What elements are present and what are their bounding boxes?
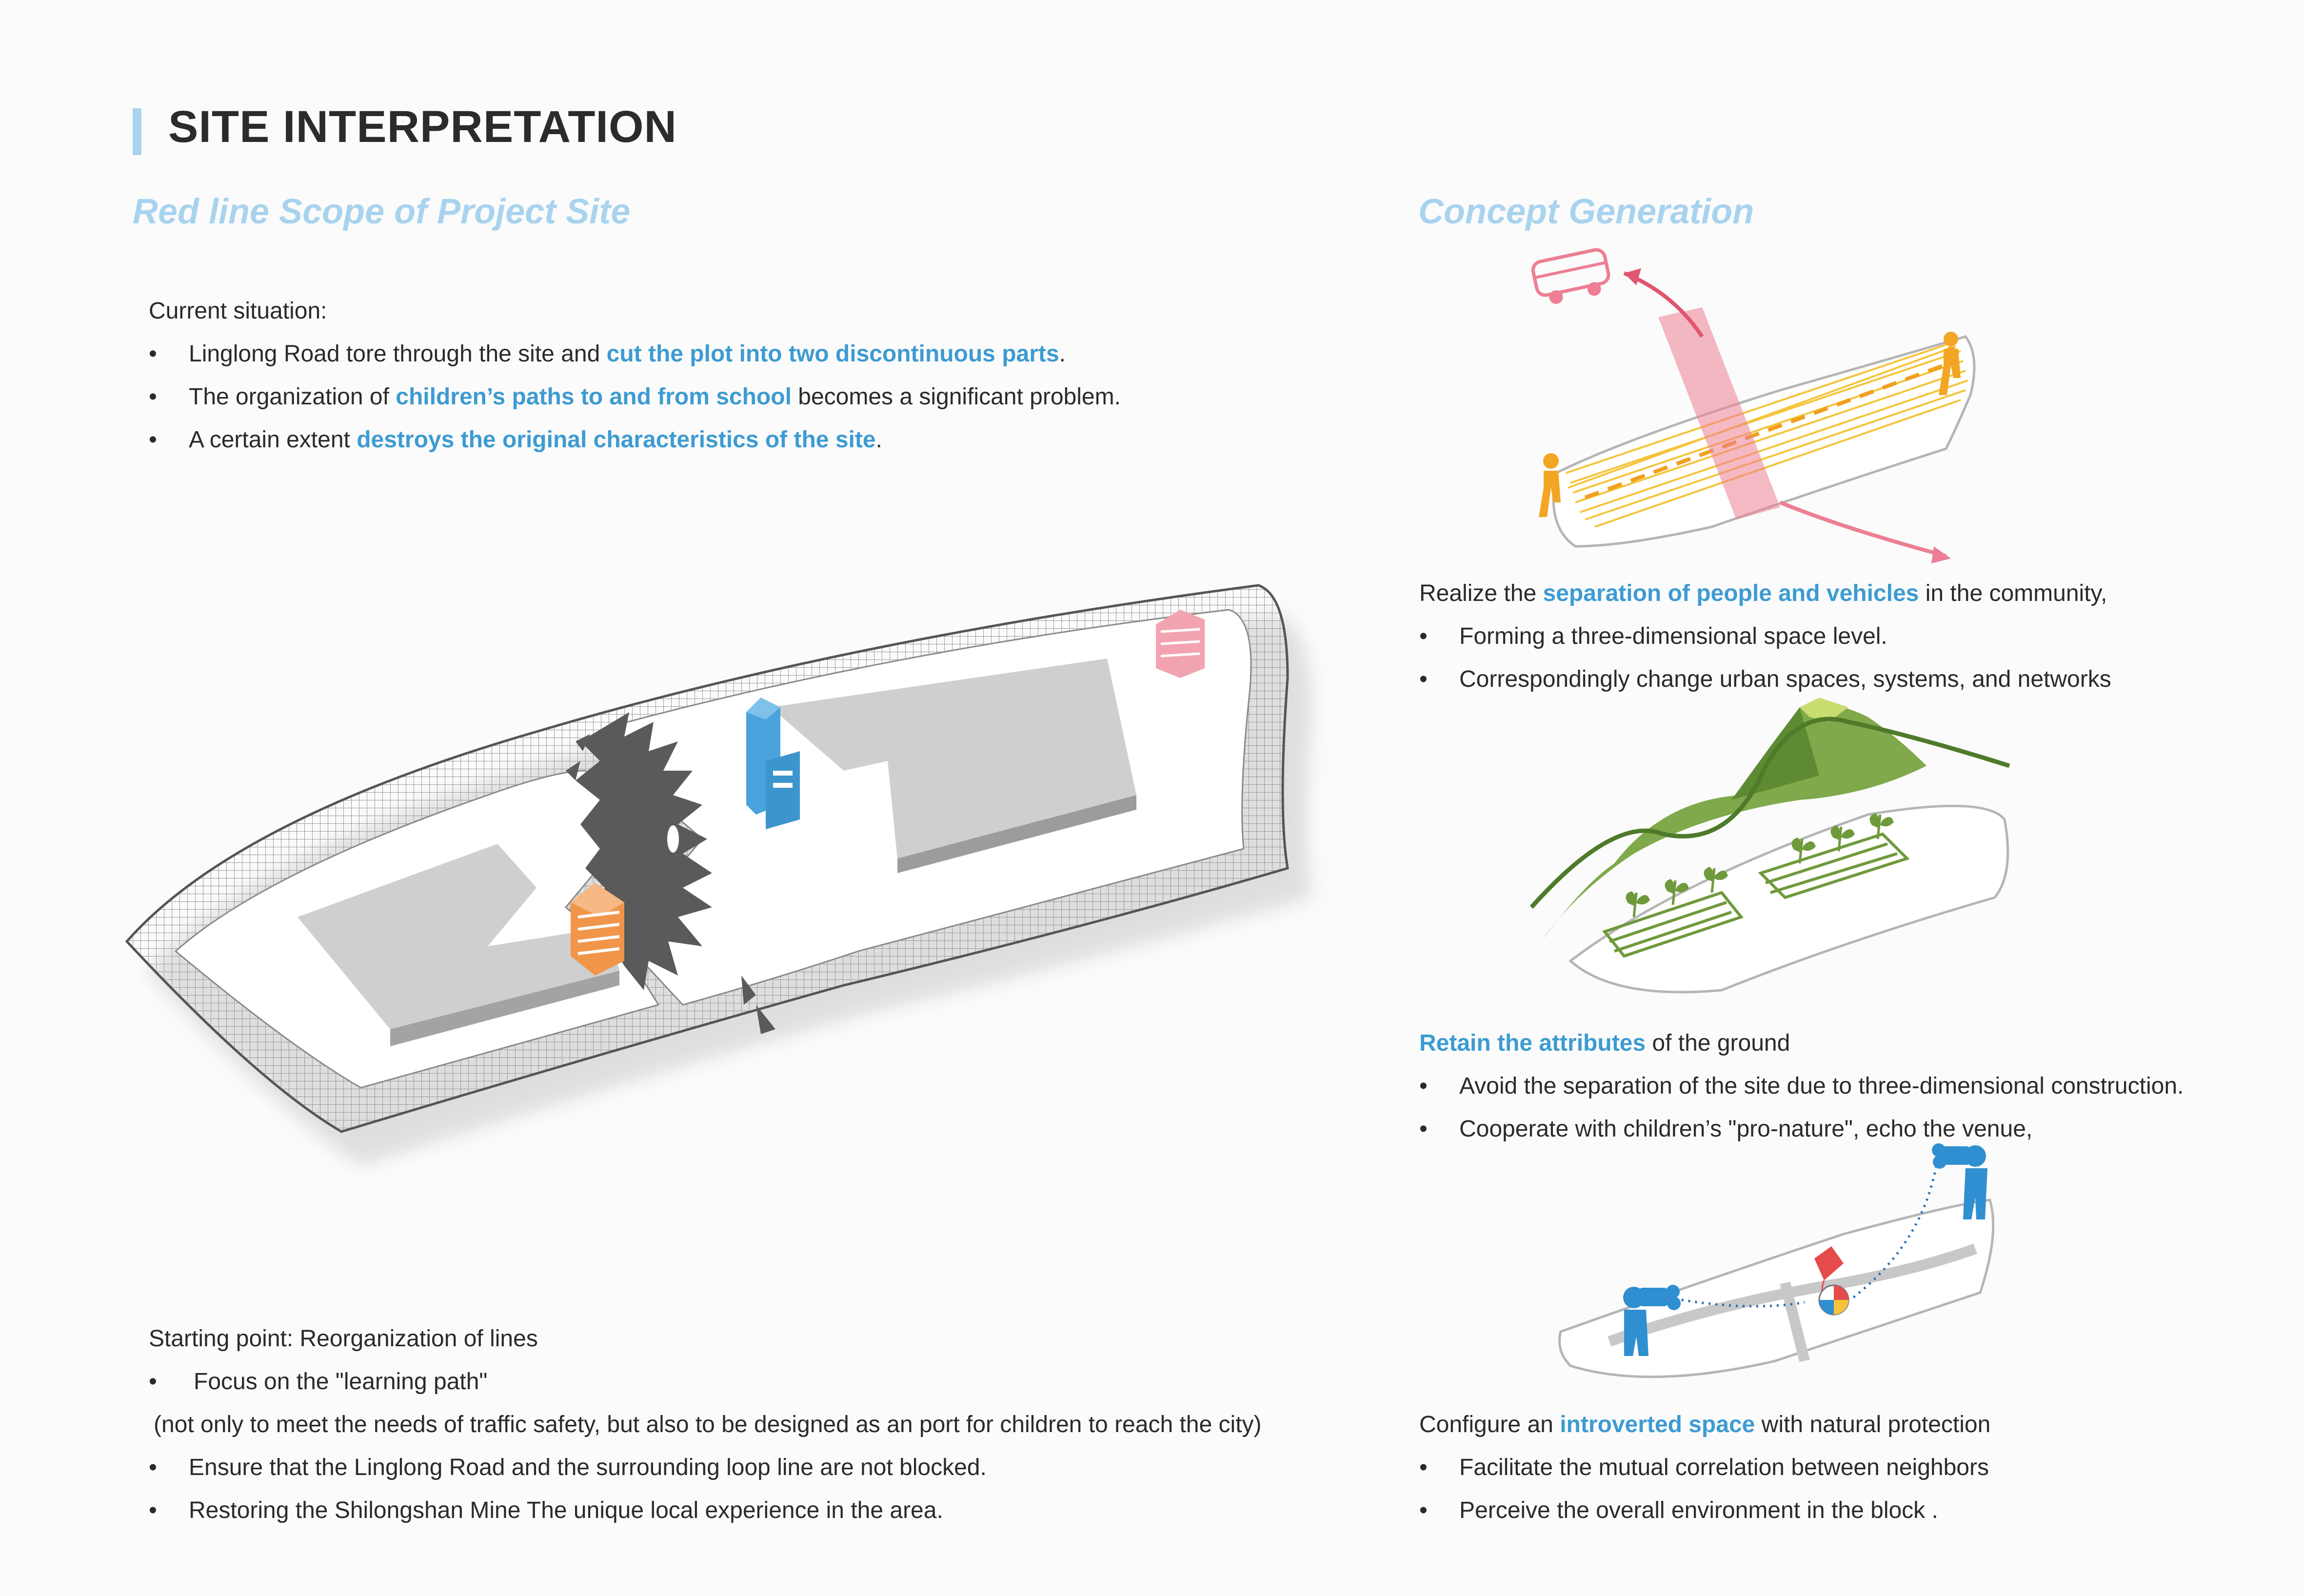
starting-point-block: Starting point: Reorganization of lines … — [149, 1317, 1262, 1532]
concept-bullet: Correspondingly change urban spaces, sys… — [1419, 658, 2111, 701]
mountain-snow — [1800, 698, 1848, 722]
current-situation-block: Current situation: Linglong Road tore th… — [149, 290, 1121, 461]
planting-bed-left — [1602, 891, 1744, 958]
residential-building-orange-icon — [571, 883, 624, 976]
gray-block-left — [298, 844, 619, 1029]
school-building-icon — [746, 698, 800, 829]
highlight-text: cut the plot into two discontinuous part… — [606, 341, 1059, 367]
concept-introverted-block: Configure an introverted space with natu… — [1419, 1403, 1990, 1532]
concept-separation-intro: Realize the separation of people and veh… — [1419, 580, 2107, 606]
separation-diagram — [1531, 248, 1976, 563]
bus-icon — [1531, 248, 1610, 304]
current-bullet: Linglong Road tore through the site and … — [149, 333, 1121, 376]
highlight-text: children’s paths to and from school — [396, 384, 792, 410]
introverted-base-plate — [1558, 1198, 1995, 1378]
vehicle-arrow-down — [1779, 500, 1947, 558]
concept-separation-block: Realize the separation of people and veh… — [1419, 572, 2111, 701]
current-bullet: The organization of children’s paths to … — [149, 376, 1121, 419]
title-accent-bar — [133, 108, 141, 155]
introverted-space-diagram — [1558, 1143, 1995, 1378]
pedestrian-path-dash — [1584, 359, 1957, 499]
gray-block-right — [771, 658, 1136, 858]
pedestrian-path-lines — [1565, 340, 1968, 528]
pedestrian-icon — [1539, 453, 1561, 517]
concept-ground-intro: Retain the attributes of the ground — [1419, 1030, 1790, 1056]
ball-icon — [1818, 1284, 1849, 1316]
start-note: (not only to meet the needs of traffic s… — [154, 1412, 1262, 1437]
sight-line — [1852, 1165, 1938, 1298]
vehicle-arrow-up-head — [1624, 268, 1641, 285]
vehicle-arrow-down-head — [1931, 546, 1951, 563]
vehicle-path-band — [1658, 307, 1780, 519]
plant-icon — [1626, 813, 1894, 918]
road-hole — [667, 825, 679, 853]
mountain-shape — [1541, 704, 1927, 941]
gray-block-left-edge — [390, 971, 619, 1046]
pedestrian-icon — [1946, 346, 1956, 356]
highlight-text: Retain the attributes — [1419, 1030, 1646, 1056]
concept-ground-block: Retain the attributes of the ground Avoi… — [1419, 1022, 2184, 1151]
concept-bullet: Perceive the overall environment in the … — [1419, 1489, 1990, 1532]
section-heading-site-scope: Red line Scope of Project Site — [133, 192, 631, 231]
concept-bullet: Avoid the separation of the site due to … — [1419, 1065, 2184, 1108]
highlight-text: separation of people and vehicles — [1543, 580, 1919, 606]
highlight-text: introverted space — [1560, 1412, 1755, 1437]
start-bullet: Focus on the "learning path" — [149, 1360, 1262, 1403]
current-situation-intro: Current situation: — [149, 298, 327, 324]
introverted-cross-path — [1780, 1281, 1810, 1362]
start-bullet: Restoring the Shilongshan Mine The uniqu… — [149, 1489, 1262, 1532]
concept-bullet: Cooperate with children’s "pro-nature", … — [1419, 1108, 2184, 1151]
residential-building-pink-icon — [1156, 610, 1205, 678]
concept-bullet: Forming a three-dimensional space level. — [1419, 615, 2111, 658]
page-title: SITE INTERPRETATION — [168, 102, 677, 152]
site-axonometric-diagram — [125, 584, 1312, 1166]
pedestrian-icon — [1939, 332, 1961, 395]
planting-bed-right — [1758, 832, 1910, 899]
binoculars-icon — [1623, 1285, 1681, 1356]
highlight-text: destroys the original characteristics of… — [357, 427, 876, 453]
start-bullet: Ensure that the Linglong Road and the su… — [149, 1446, 1262, 1489]
ground-base-plate — [1569, 804, 2009, 994]
section-heading-concept: Concept Generation — [1418, 192, 1754, 231]
concept-bullet: Facilitate the mutual correlation betwee… — [1419, 1446, 1990, 1489]
starting-point-intro: Starting point: Reorganization of lines — [149, 1326, 538, 1352]
ground-attributes-diagram — [1529, 698, 2010, 994]
gray-block-right-edge — [897, 795, 1136, 873]
terrain-line — [1529, 717, 2010, 909]
concept-introverted-intro: Configure an introverted space with natu… — [1419, 1412, 1991, 1437]
binoculars-icon — [1932, 1143, 1987, 1219]
current-bullet: A certain extent destroys the original c… — [149, 419, 1121, 461]
